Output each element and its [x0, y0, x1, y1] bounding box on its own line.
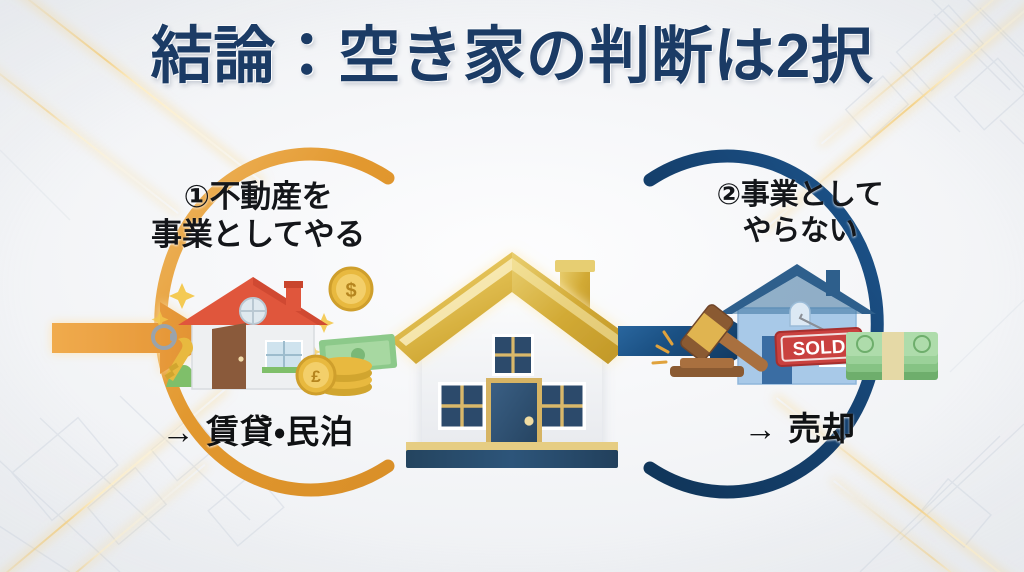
svg-text:£: £ [311, 367, 321, 386]
dollar-coin-icon: $ [328, 266, 374, 312]
option-1-column: ①不動産を 事業としてやる [108, 178, 408, 453]
option-1-illustration: $ £ [108, 261, 408, 397]
center-house-illustration [390, 252, 634, 468]
attic-window-icon [492, 334, 534, 376]
gold-streak-icon [833, 480, 1024, 572]
page-title: 結論：空き家の判断は2択 [0, 26, 1024, 88]
impact-lines-icon [651, 330, 674, 365]
gold-streak-icon [0, 463, 206, 572]
option-1-footer: → 賃貸・民泊 [161, 412, 355, 450]
cash-stack-icon [846, 331, 938, 380]
right-window-icon [538, 382, 586, 430]
option-2-illustration: SOLD [650, 256, 950, 392]
option-2-heading: ②事業として やらない [716, 179, 884, 247]
option-2-column: ②事業として やらない [650, 178, 950, 450]
house-base [406, 442, 618, 468]
pound-coin-stack-icon: £ [295, 354, 372, 396]
gold-roof-icon [390, 252, 634, 364]
page-title-text: 結論：空き家の判断は2択 [150, 22, 874, 91]
sold-sign-label: SOLD [792, 337, 846, 361]
option-2-footer: → 売却 [743, 409, 857, 447]
left-window-icon [438, 382, 486, 430]
svg-text:$: $ [345, 280, 356, 302]
gavel-base-icon [670, 357, 744, 377]
option-1-heading: ①不動産を 事業としてやる [151, 179, 365, 253]
